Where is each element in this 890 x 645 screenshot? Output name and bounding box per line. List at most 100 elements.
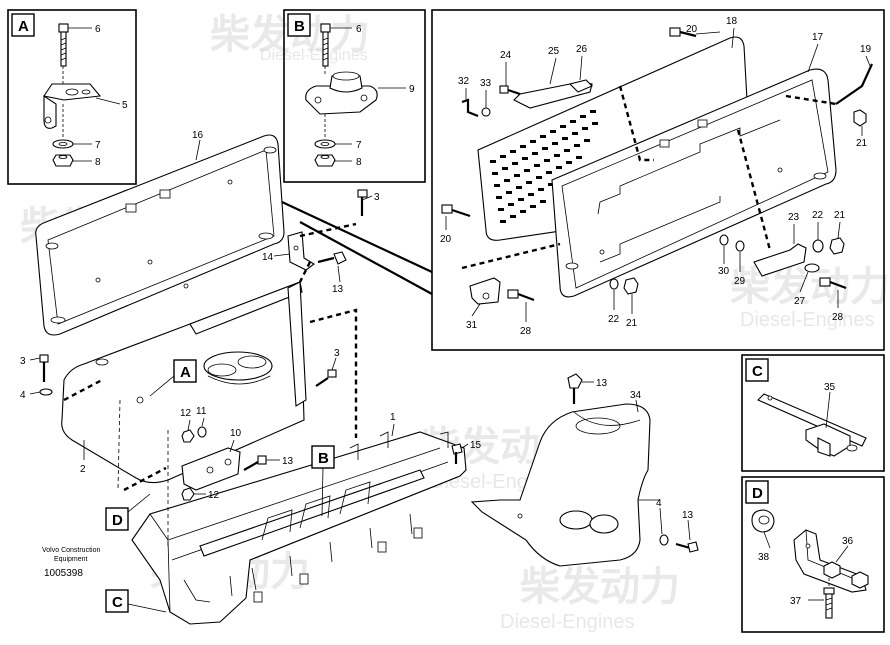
callout-a-letter: A: [180, 364, 191, 381]
credit-line-1: Volvo Construction: [42, 547, 100, 554]
inset-a: A 6 5 7 8: [7, 9, 137, 185]
callout-a: A: [149, 359, 197, 397]
label-4: 4: [656, 498, 662, 509]
label-22: 22: [608, 314, 620, 325]
credit-line-2: Equipment: [54, 556, 88, 563]
label-21: 21: [856, 138, 868, 149]
inset-b-letter: B: [294, 18, 305, 35]
nut-21: [623, 277, 639, 295]
watermark-en: Diesel-Engines: [500, 611, 635, 633]
bracket: [753, 243, 807, 277]
label-29: 29: [734, 276, 746, 287]
label-13: 13: [596, 378, 608, 389]
label-25: 25: [548, 46, 560, 57]
rod: [835, 63, 874, 105]
label-7: 7: [356, 140, 362, 151]
label-12: 12: [180, 408, 192, 419]
label-37: 37: [790, 596, 802, 607]
label-8: 8: [356, 157, 362, 168]
washer: [197, 426, 207, 438]
inset-a-letter-box: [11, 13, 35, 37]
bolt-20: [441, 204, 453, 214]
label-36: 36: [842, 536, 854, 547]
nut-21: [829, 237, 845, 255]
label-32: 32: [458, 76, 470, 87]
callout-c: C: [105, 589, 167, 613]
label-14: 14: [262, 252, 274, 263]
inset-d: D 38 36 37: [741, 476, 885, 633]
label-26: 26: [576, 44, 588, 55]
inset-c-frame: [741, 354, 885, 472]
callout-d: D: [105, 493, 151, 531]
bolt-28: [507, 289, 519, 299]
label-4: 4: [20, 390, 26, 401]
label-20: 20: [440, 234, 452, 245]
label-28: 28: [832, 312, 844, 323]
detail-link-line: [299, 221, 433, 295]
perforation-grid: [490, 110, 598, 223]
watermark-cn: 柴发动力: [520, 565, 680, 609]
label-1: 1: [390, 412, 396, 423]
inset-a-letter: A: [18, 18, 29, 35]
callout-d-letter: D: [112, 512, 123, 529]
label-23: 23: [788, 212, 800, 223]
bolt-20: [669, 27, 681, 37]
detail-link-line: [281, 201, 433, 273]
bolt: [823, 587, 835, 595]
label-21: 21: [834, 210, 846, 221]
inset-c-letter-box: [745, 358, 769, 382]
nut-21: [853, 109, 867, 127]
bracket: [469, 277, 501, 305]
callout-d-box: [105, 507, 129, 531]
document-number: 1005398: [44, 568, 83, 579]
callout-a-box: [173, 359, 197, 383]
nut: [823, 561, 841, 579]
label-11: 11: [196, 406, 207, 417]
watermark-en: Diesel-Engines: [740, 309, 875, 331]
label-35: 35: [824, 382, 836, 393]
label-7: 7: [95, 140, 101, 151]
part-27: [804, 263, 820, 273]
inset-b-frame: [283, 9, 426, 183]
label-24: 24: [500, 50, 512, 61]
callout-c-box: [105, 589, 129, 613]
inset-b-letter-box: [287, 13, 311, 37]
inset-c: C 35: [741, 354, 885, 472]
washer-33: [481, 107, 491, 117]
label-16: 16: [192, 130, 204, 141]
washer-30: [719, 234, 729, 246]
label-12: 12: [208, 490, 220, 501]
inset-d-letter: D: [752, 485, 763, 502]
label-28: 28: [520, 326, 532, 337]
bolt-24: [499, 85, 509, 94]
label-10: 10: [230, 428, 242, 439]
bolt: [333, 251, 347, 265]
detail-frame: [431, 9, 885, 351]
label-27: 27: [794, 296, 806, 307]
nut: [181, 429, 195, 443]
label-2: 2: [80, 464, 86, 475]
inset-a-frame: [7, 9, 137, 185]
inset-b: B 6 9 7 8: [283, 9, 426, 183]
label-5: 5: [122, 100, 128, 111]
callout-b: B: [311, 445, 335, 517]
clip-32: [461, 98, 479, 118]
label-13: 13: [332, 284, 344, 295]
label-22: 22: [812, 210, 824, 221]
inset-d-letter-box: [745, 480, 769, 504]
watermark-en: Diesel-Engines: [260, 47, 368, 64]
label-13: 13: [682, 510, 694, 521]
detail-panel-assembly: 20 18 17 19 24 25 26 32 33 21 20 23 22 2…: [431, 9, 885, 351]
flange-nut: [52, 154, 74, 167]
label-20: 20: [686, 24, 698, 35]
label-3: 3: [374, 192, 380, 203]
label-31: 31: [466, 320, 478, 331]
label-18: 18: [726, 16, 738, 27]
bolt-28: [819, 277, 831, 287]
label-21: 21: [626, 318, 638, 329]
washer-22: [609, 278, 619, 290]
label-13: 13: [282, 456, 294, 467]
lid-panel: [35, 134, 285, 336]
label-3: 3: [334, 348, 340, 359]
